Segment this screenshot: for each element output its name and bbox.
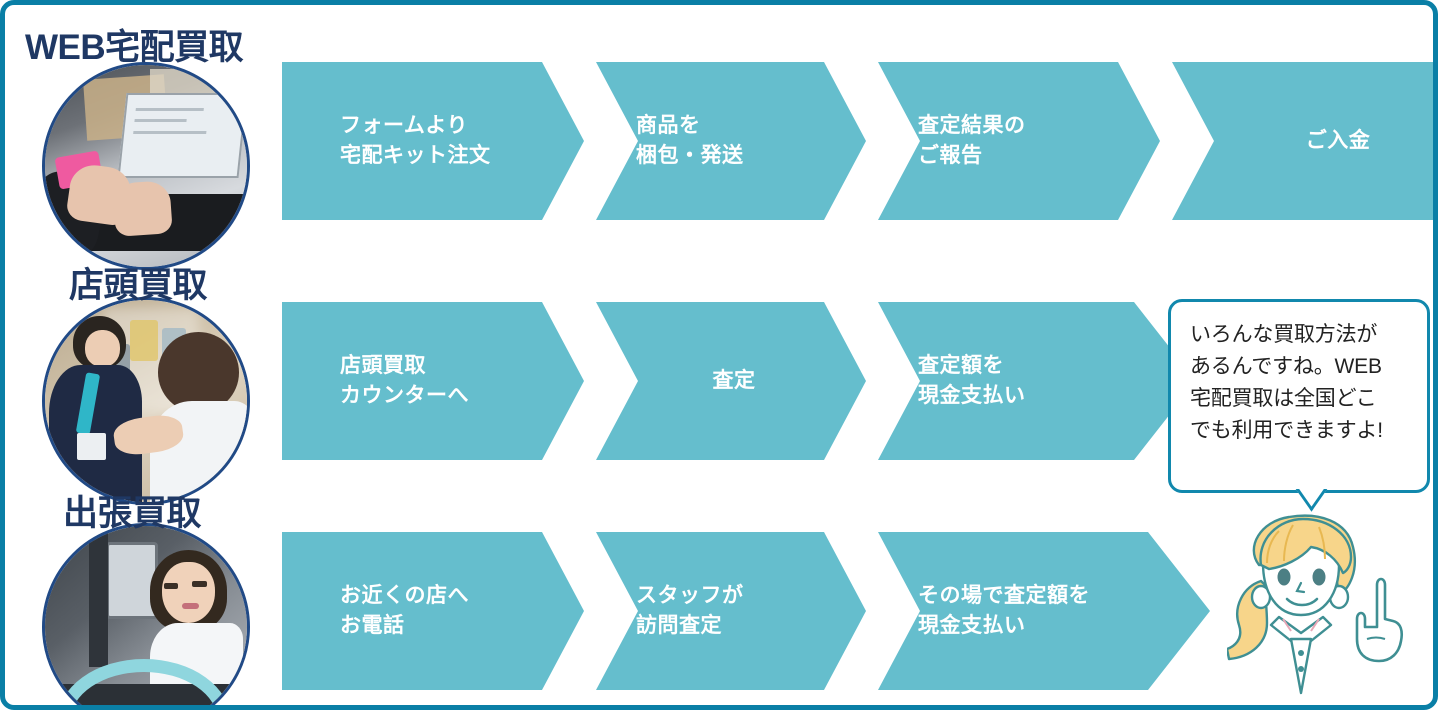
flow-step-3[interactable]: その場で査定額を 現金支払い [878,532,1210,690]
flow-step-2[interactable]: スタッフが 訪問査定 [596,532,866,690]
flow-step-1-label: フォームより 宅配キット注文 [340,113,491,167]
flow-steps-in-store: 店頭買取 カウンターへ 査定 査定額を 現金支払い [282,302,1194,460]
flow-step-1[interactable]: フォームより 宅配キット注文 [282,62,584,220]
mascot-illustration [1225,507,1417,695]
flow-step-1-label: 店頭買取 カウンターへ [340,353,469,407]
flow-step-2-label: 商品を 梱包・発送 [636,113,744,167]
flow-step-3-label: その場で査定額を 現金支払い [918,583,1090,637]
blonde-woman-pointing-up-icon [1225,514,1404,695]
flow-step-2[interactable]: 査定 [596,302,866,460]
photo-staff-with-customer-at-counter [45,300,247,502]
speech-bubble: いろんな買取方法が あるんですね。WEB 宅配買取は全国どこ でも利用できますよ… [1168,299,1430,493]
flow-row-in-store: 店頭買取 店頭買取 カウンターへ 査定 [5,245,1438,505]
row-photo-in-store [42,297,250,505]
photo-woman-driving-car [45,526,247,705]
flow-row-on-site: 出張買取 お近くの店へ お電話 スタッフが 訪問査定 [5,475,1438,705]
flow-steps-on-site: お近くの店へ お電話 スタッフが 訪問査定 その場で査定額を 現金支払い [282,532,1208,690]
flow-step-3-label: 査定結果の ご報告 [918,113,1026,167]
row-label-in-store: 店頭買取 [69,266,208,305]
flow-step-3[interactable]: 査定額を 現金支払い [878,302,1196,460]
flow-step-3-label: 査定額を 現金支払い [918,353,1026,407]
flow-step-2-label: スタッフが 訪問査定 [636,583,744,637]
flow-steps-web-delivery: フォームより 宅配キット注文 商品を 梱包・発送 査定結果の ご報告 ご入金 [282,62,1438,220]
row-label-web-delivery: WEB宅配買取 [25,28,244,67]
flow-step-2[interactable]: 商品を 梱包・発送 [596,62,866,220]
flow-step-1-label: お近くの店へ お電話 [340,583,469,637]
flow-step-4-label: ご入金 [1305,128,1371,152]
photo-hands-typing-on-laptop [45,65,247,267]
flow-step-1[interactable]: 店頭買取 カウンターへ [282,302,584,460]
row-label-on-site: 出張買取 [63,494,202,533]
flow-step-4[interactable]: ご入金 [1172,62,1438,220]
speech-bubble-text: いろんな買取方法が あるんですね。WEB 宅配買取は全国どこ でも利用できますよ… [1190,323,1383,442]
row-photo-on-site [42,523,250,705]
flow-step-3[interactable]: 査定結果の ご報告 [878,62,1160,220]
flow-row-web-delivery: WEB宅配買取 フォームより 宅配キット注文 商品を 梱包・発送 [5,5,1438,270]
flow-step-1[interactable]: お近くの店へ お電話 [282,532,584,690]
row-photo-web-delivery [42,62,250,270]
flow-step-2-label: 査定 [712,368,756,392]
